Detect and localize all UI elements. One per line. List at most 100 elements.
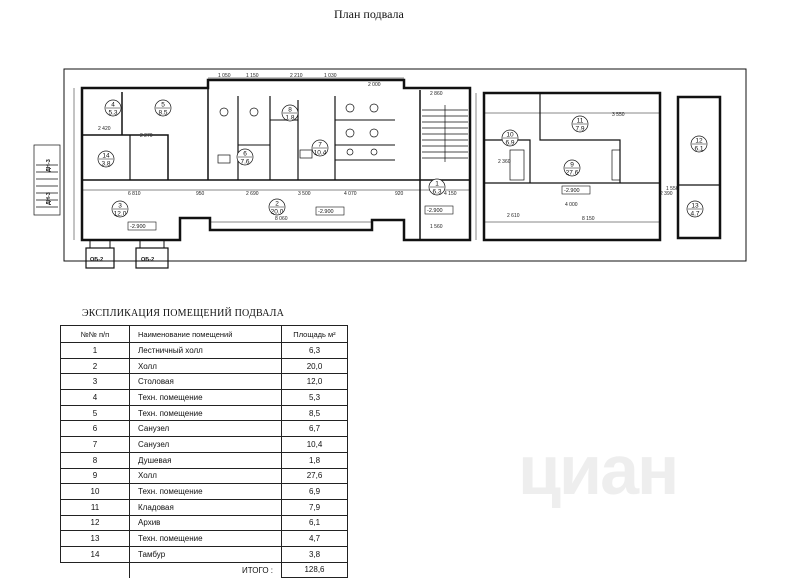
room-area: 5.3 bbox=[108, 110, 117, 117]
room-area: 6,9 bbox=[281, 483, 348, 500]
row-number: 14 bbox=[60, 545, 130, 563]
opening-label: ОБ-2 bbox=[141, 257, 154, 263]
dimension-label: 8 060 bbox=[275, 216, 288, 222]
room-number: 6 bbox=[243, 151, 247, 158]
room-number: 14 bbox=[102, 153, 110, 160]
room-area: 6.9 bbox=[505, 140, 514, 147]
room-number: 9 bbox=[570, 162, 574, 169]
room-area: 12,0 bbox=[281, 373, 348, 391]
room-number: 8 bbox=[288, 107, 292, 114]
total-value: 128,6 bbox=[281, 561, 348, 578]
room-label: 81.8 bbox=[281, 104, 299, 122]
header-num: №№ п/п bbox=[60, 325, 130, 343]
dimension-label: 2 860 bbox=[430, 91, 443, 97]
room-name: Архив bbox=[129, 514, 282, 532]
room-area: 4.7 bbox=[690, 211, 699, 218]
room-number: 2 bbox=[275, 201, 279, 208]
dimension-label: 1 550 bbox=[666, 186, 679, 192]
room-label: 220.0 bbox=[268, 198, 286, 216]
room-area: 20,0 bbox=[281, 357, 348, 375]
room-label: 143.8 bbox=[97, 150, 115, 168]
room-area: 20.0 bbox=[271, 209, 284, 216]
room-label: 312.0 bbox=[111, 200, 129, 218]
legend-title: ЭКСПЛИКАЦИЯ ПОМЕЩЕНИЙ ПОДВАЛА bbox=[82, 308, 285, 319]
room-name: Столовая bbox=[129, 373, 282, 391]
dimension-label: 2 420 bbox=[98, 126, 111, 132]
room-label: 16.3 bbox=[428, 178, 446, 196]
row-number: 9 bbox=[60, 467, 130, 485]
room-area: 6,7 bbox=[281, 420, 348, 438]
table-header-row: №№ п/п Наименование помещений Площадь м² bbox=[60, 325, 348, 343]
dimension-label: 3 500 bbox=[298, 191, 311, 197]
row-number: 7 bbox=[60, 436, 130, 453]
dimension-label: 1 150 bbox=[246, 73, 259, 79]
total-spacer bbox=[61, 562, 130, 578]
room-number: 11 bbox=[577, 118, 584, 125]
room-number: 1 bbox=[435, 181, 439, 188]
dimension-label: 1 050 bbox=[218, 73, 231, 79]
room-area: 3,8 bbox=[281, 545, 348, 563]
room-area: 8,5 bbox=[281, 404, 348, 422]
room-label: 134.7 bbox=[686, 200, 704, 218]
room-name: Лестничный холл bbox=[129, 342, 282, 359]
room-label: 927.6 bbox=[563, 159, 581, 177]
table-total-row: ИТОГО :128,6 bbox=[61, 561, 348, 578]
dimension-label: 3 550 bbox=[612, 112, 625, 118]
level-mark: -2.900 bbox=[427, 208, 443, 214]
room-label: 117.9 bbox=[571, 115, 589, 133]
room-name: Техн. помещение bbox=[129, 530, 282, 547]
room-area: 6,1 bbox=[281, 514, 348, 532]
room-number: 10 bbox=[506, 132, 514, 139]
dimension-label: 4 070 bbox=[344, 191, 357, 197]
watermark-logo: циан bbox=[518, 431, 679, 509]
room-name: Техн. помещение bbox=[129, 404, 282, 422]
room-name: Техн. помещение bbox=[129, 483, 282, 500]
room-area: 5,3 bbox=[281, 389, 348, 406]
room-area: 12.0 bbox=[114, 211, 127, 218]
opening-label: ДН-3 bbox=[46, 159, 52, 172]
level-mark: -2.900 bbox=[318, 209, 334, 215]
room-area: 7,9 bbox=[281, 498, 348, 516]
room-area: 10,4 bbox=[281, 436, 348, 453]
dimension-label: 2 000 bbox=[368, 82, 381, 88]
opening-label: ОБ-2 bbox=[90, 257, 103, 263]
dimension-label: 2 210 bbox=[290, 73, 303, 79]
row-number: 6 bbox=[60, 420, 130, 438]
dimension-label: 4 000 bbox=[565, 202, 578, 208]
row-number: 11 bbox=[60, 498, 130, 516]
row-number: 10 bbox=[60, 483, 130, 500]
row-number: 12 bbox=[60, 514, 130, 532]
room-area: 27.6 bbox=[566, 170, 579, 177]
room-area: 1,8 bbox=[281, 451, 348, 469]
dimension-label: 1 560 bbox=[430, 224, 443, 230]
dimension-label: 950 bbox=[196, 191, 205, 197]
room-area: 10.4 bbox=[314, 150, 327, 157]
room-number: 3 bbox=[118, 203, 122, 210]
room-area: 8.5 bbox=[158, 110, 167, 117]
dimension-label: 2 690 bbox=[246, 191, 259, 197]
room-number: 12 bbox=[695, 138, 703, 145]
room-label: 126.1 bbox=[690, 135, 708, 153]
row-number: 1 bbox=[60, 342, 130, 359]
row-number: 3 bbox=[60, 373, 130, 391]
room-number: 7 bbox=[318, 142, 322, 149]
row-number: 13 bbox=[60, 530, 130, 547]
room-label: 710.4 bbox=[311, 139, 329, 157]
dimension-label: 4 150 bbox=[444, 191, 457, 197]
room-label: 67.6 bbox=[236, 148, 254, 166]
dimension-label: 2 360 bbox=[498, 159, 511, 165]
room-name: Холл bbox=[129, 467, 282, 485]
room-area: 7.6 bbox=[240, 159, 249, 166]
